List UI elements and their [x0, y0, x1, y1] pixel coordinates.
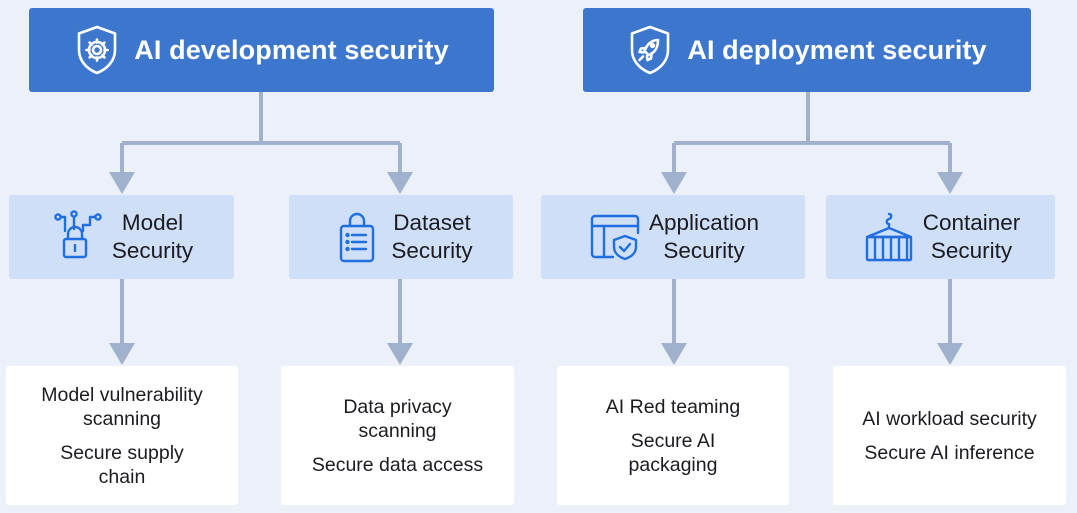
circuit-lock-icon — [54, 210, 102, 259]
ai-development-security-title: AI development security — [134, 34, 449, 65]
container-security-label: Container Security — [922, 210, 1021, 263]
list-item: AI Red teaming — [605, 395, 741, 418]
ai-deployment-security-box: AI deployment security — [583, 8, 1031, 92]
list-item: Secure AI inference — [864, 441, 1035, 464]
list-item: Secure AI packaging — [628, 429, 718, 476]
model-security-box: Model Security — [9, 195, 234, 279]
list-item: Secure supply chain — [60, 441, 184, 488]
arrowhead-dataset-security — [387, 172, 413, 194]
connector-dep-split — [672, 92, 952, 174]
shield-rocket-icon — [631, 25, 670, 75]
shield-gear-icon — [77, 25, 117, 75]
connector-dev-split — [120, 92, 402, 174]
arrowhead-model-security — [109, 172, 135, 194]
container-icon — [865, 212, 912, 262]
arrowhead-application-items — [661, 343, 687, 365]
ai-development-security-box: AI development security — [29, 8, 494, 92]
arrowhead-model-items — [109, 343, 135, 365]
container-security-items: AI workload security Secure AI inference — [833, 366, 1066, 505]
model-security-label: Model Security — [111, 210, 194, 263]
container-security-box: Container Security — [826, 195, 1055, 279]
application-security-items: AI Red teaming Secure AI packaging — [557, 366, 789, 505]
list-item: Secure data access — [311, 453, 484, 476]
model-security-items: Model vulnerability scanning Secure supp… — [6, 366, 238, 505]
window-shield-icon — [590, 214, 640, 261]
application-security-box: Application Security — [541, 195, 805, 279]
dataset-security-label: Dataset Security — [391, 210, 473, 263]
arrowhead-container-security — [937, 172, 963, 194]
dataset-security-box: Dataset Security — [289, 195, 513, 279]
arrowhead-application-security — [661, 172, 687, 194]
clipboard-lock-icon — [340, 212, 375, 263]
list-item: Model vulnerability scanning — [41, 383, 203, 430]
list-item: Data privacy scanning — [343, 395, 452, 442]
arrowhead-dataset-items — [387, 343, 413, 365]
arrowhead-container-items — [937, 343, 963, 365]
ai-deployment-security-title: AI deployment security — [687, 34, 987, 65]
dataset-security-items: Data privacy scanning Secure data access — [281, 366, 514, 505]
list-item: AI workload security — [862, 407, 1037, 430]
application-security-label: Application Security — [648, 210, 760, 263]
